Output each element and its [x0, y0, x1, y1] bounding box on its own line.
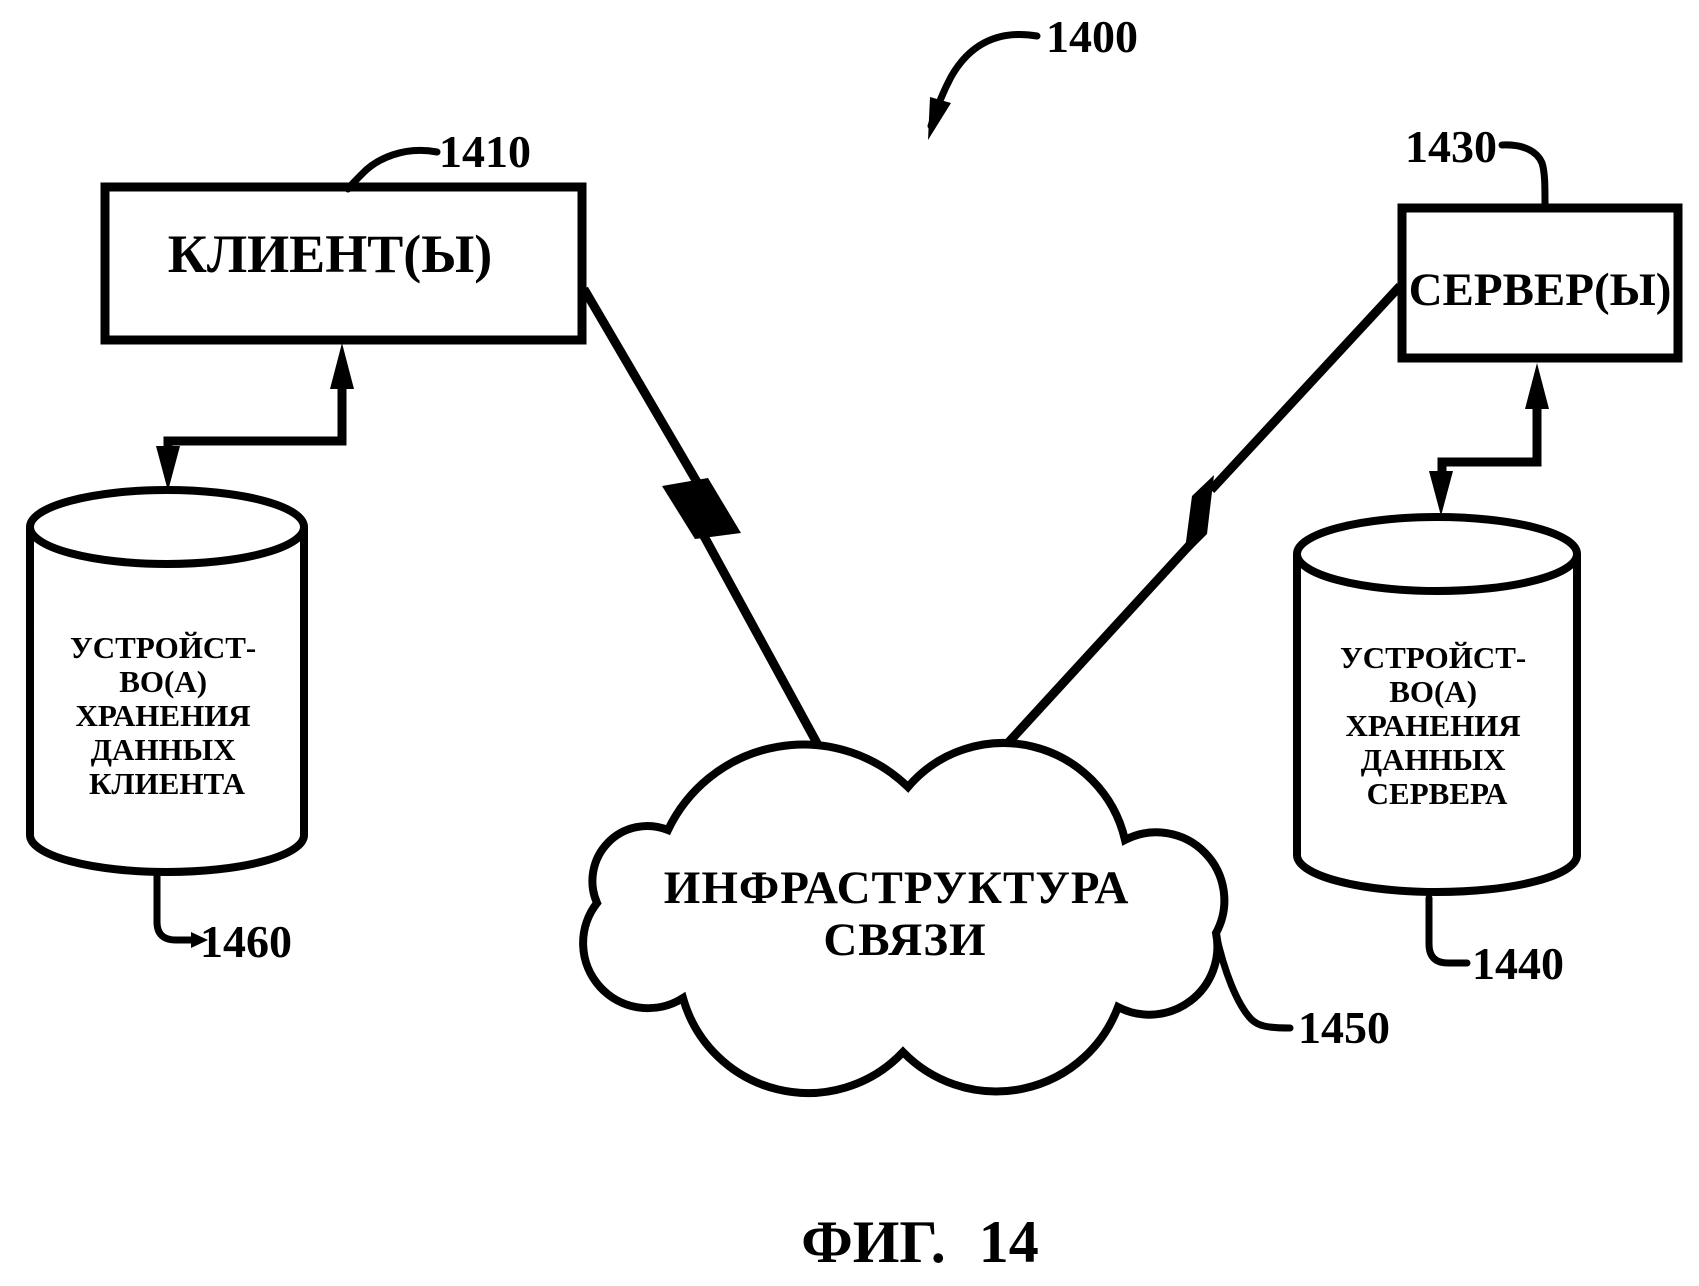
server-storage-cylinder: УСТРОЙСТ- ВО(А) ХРАНЕНИЯ ДАННЫХ СЕРВЕРА — [1293, 513, 1581, 896]
ref-1450-leader-line — [1212, 930, 1294, 1032]
client-lightning-upper-segment — [580, 286, 708, 497]
client-storage-cylinder: УСТРОЙСТ- ВО(А) ХРАНЕНИЯ ДАННЫХ КЛИЕНТА — [26, 486, 308, 876]
server-storage-link-line — [1437, 403, 1542, 480]
network-cloud-label: ИНФРАСТРУКТУРА СВЯЗИ — [664, 862, 1142, 966]
arrowhead-down-into-client-storage — [156, 446, 180, 491]
ref-1440-number: 1440 — [1472, 938, 1564, 989]
ref-1450: 1450 — [1212, 930, 1390, 1053]
client-lightning-lower-segment — [695, 524, 828, 759]
server-network-lightning-link — [992, 282, 1404, 760]
client-box-label: КЛИЕНТ(Ы) — [168, 224, 492, 284]
server-storage-link-arrow — [1429, 363, 1549, 516]
ref-1460: 1460 — [153, 869, 292, 967]
arrowhead-down-into-server-storage — [1429, 471, 1453, 516]
server-storage-top-rim — [1293, 553, 1581, 595]
ref-1430-leader-line — [1498, 141, 1549, 210]
arrowhead-up-into-server — [1525, 363, 1549, 409]
ref-1410-number: 1410 — [439, 126, 531, 177]
ref-1430: 1430 — [1405, 121, 1549, 210]
client-box-rect — [100, 182, 587, 345]
network-cloud: ИНФРАСТРУКТУРА СВЯЗИ — [579, 739, 1229, 1098]
ref-1400: 1400 — [927, 11, 1138, 140]
ref-1440: 1440 — [1425, 894, 1564, 989]
ref-1460-number: 1460 — [200, 916, 292, 967]
ref-1450-number: 1450 — [1298, 1002, 1390, 1053]
server-box-label: СЕРВЕР(Ы) — [1409, 264, 1672, 316]
ref-1400-number: 1400 — [1046, 11, 1138, 62]
server-storage-label: УСТРОЙСТ- ВО(А) ХРАНЕНИЯ ДАННЫХ СЕРВЕРА — [1340, 640, 1534, 811]
arrowhead-up-into-client — [330, 343, 354, 389]
ref-1460-arrow-tip-icon — [191, 932, 208, 948]
server-lightning-upper-segment — [1207, 282, 1404, 494]
ref-1400-arrowhead-icon — [928, 97, 951, 140]
ref-1430-number: 1430 — [1405, 121, 1497, 172]
client-storage-link-line — [163, 383, 347, 456]
server-storage-body — [1293, 513, 1581, 896]
ref-1400-leader-line — [927, 31, 1041, 130]
client-storage-label: УСТРОЙСТ- ВО(А) ХРАНЕНИЯ ДАННЫХ КЛИЕНТА — [70, 630, 264, 801]
client-box: КЛИЕНТ(Ы) — [100, 182, 587, 345]
client-storage-top-rim — [26, 526, 308, 568]
client-storage-body — [26, 486, 308, 876]
client-network-lightning-link — [580, 286, 828, 759]
ref-1460-leader-line — [153, 869, 198, 944]
figure-caption: ФИГ. 14 — [801, 1209, 1039, 1275]
ref-1440-leader-line — [1425, 894, 1471, 967]
server-box: СЕРВЕР(Ы) — [1397, 203, 1683, 363]
server-lightning-lower-segment — [992, 534, 1200, 760]
client-lightning-bolt-icon — [662, 478, 741, 539]
client-storage-link-arrow — [156, 343, 354, 491]
ref-1410: 1410 — [344, 126, 531, 193]
server-box-rect — [1397, 203, 1683, 363]
ref-1410-leader-line — [344, 146, 441, 193]
